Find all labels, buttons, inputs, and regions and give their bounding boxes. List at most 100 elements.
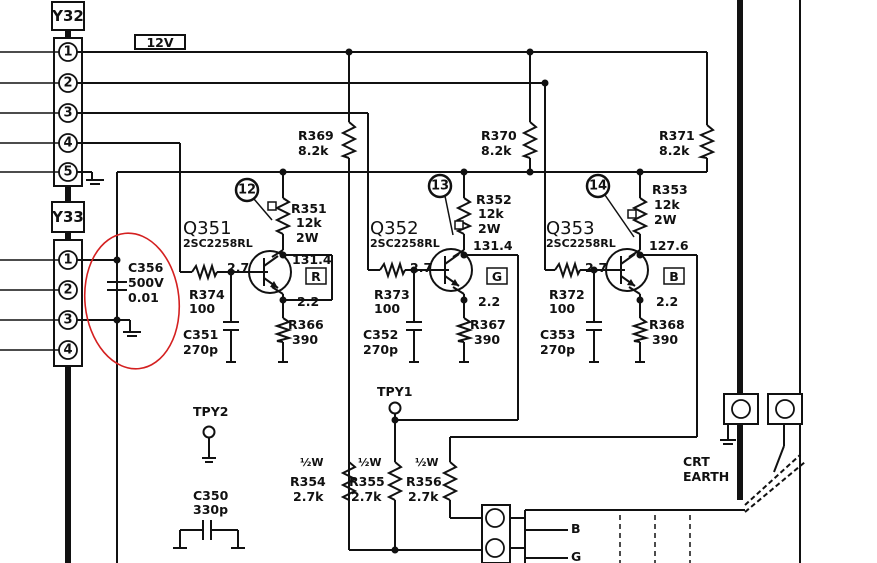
r371-value: 8.2k	[659, 143, 690, 158]
r371-body	[697, 124, 716, 159]
supply-12v-box	[134, 34, 186, 50]
q353-base-voltage: 2.7	[585, 260, 607, 275]
r356-power: ½W	[415, 456, 439, 469]
r367-ref: R367	[470, 317, 506, 332]
c356-ref: C356	[128, 260, 164, 275]
channel-g-label: G	[492, 269, 502, 284]
r352-value: 12k	[478, 206, 504, 221]
r369-ref: R369	[298, 128, 334, 143]
tpy1-label: TPY1	[377, 384, 412, 399]
q351-symbol	[248, 250, 292, 294]
y32-pin-1-label: 1	[63, 45, 72, 60]
c352-ref: C352	[363, 327, 398, 342]
r355-power: ½W	[358, 456, 382, 469]
tpy2-point[interactable]	[202, 425, 216, 439]
wiring	[77, 51, 785, 563]
r351-power: 2W	[296, 230, 319, 245]
r355-value: 2.7k	[351, 489, 382, 504]
tp-13-label: 13	[431, 179, 449, 194]
y33-pin-4-label: 4	[63, 343, 72, 358]
c353-ref: C353	[540, 327, 575, 342]
earth-terminal-1-pin[interactable]	[731, 399, 751, 419]
tpy1-point[interactable]	[388, 401, 402, 415]
c356-value: 0.01	[128, 290, 159, 305]
q351-base-voltage: 2.7	[227, 260, 249, 275]
y33-header	[51, 201, 85, 233]
r374-ref: R374	[189, 287, 225, 302]
r354-value: 2.7k	[293, 489, 324, 504]
r367-value: 390	[474, 332, 500, 347]
r369-body	[340, 121, 358, 159]
tp-14-marker: 14	[585, 173, 637, 238]
r366-body	[273, 317, 293, 343]
y32-pin-3-label: 3	[63, 106, 72, 121]
channel-r-box	[305, 267, 327, 285]
output-g-label: G	[571, 549, 581, 563]
r373-value: 100	[374, 301, 400, 316]
c350-value: 330p	[193, 502, 228, 517]
r354-body	[340, 461, 358, 501]
q351-ref: Q351	[183, 218, 232, 239]
r353-value: 12k	[654, 197, 680, 212]
q352-ref: Q352	[370, 218, 419, 239]
tp-14-label: 14	[589, 179, 607, 194]
r355-body	[386, 461, 404, 501]
r372-body	[554, 260, 581, 280]
connector-y33: Y33 1 2 3 4	[51, 186, 85, 563]
channel-b-label: B	[669, 269, 679, 284]
q352-collector-voltage: 131.4	[473, 238, 513, 253]
r356-value: 2.7k	[408, 489, 439, 504]
r369-value: 8.2k	[298, 143, 329, 158]
tpy2-label: TPY2	[193, 404, 228, 419]
r353-body	[631, 197, 649, 235]
y32-pin-5-label: 5	[63, 165, 72, 180]
c356-voltage: 500V	[128, 275, 164, 290]
r372-value: 100	[549, 301, 575, 316]
r366-ref: R366	[288, 317, 324, 332]
q353-collector-voltage: 127.6	[649, 238, 689, 253]
q353-emitter-voltage: 2.2	[656, 294, 678, 309]
r370-value: 8.2k	[481, 143, 512, 158]
q351-emitter-voltage: 2.2	[297, 294, 319, 309]
r373-ref: R373	[374, 287, 410, 302]
y32-pin-2-label: 2	[63, 76, 72, 91]
r356-ref: R356	[406, 474, 442, 489]
r366-value: 390	[292, 332, 318, 347]
connector-y32: Y32 1 2 3 4 5	[51, 1, 85, 187]
crt-label: CRT	[683, 454, 710, 469]
r354-ref: R354	[290, 474, 326, 489]
r353-ref: R353	[652, 182, 688, 197]
r368-value: 390	[652, 332, 678, 347]
channel-r-label: R	[311, 269, 321, 284]
tp-12-marker: 12	[234, 177, 277, 221]
c351-ref: C351	[183, 327, 218, 342]
output-b-label: B	[571, 521, 581, 536]
q352-part: 2SC2258RL	[370, 237, 440, 250]
r351-body	[274, 197, 292, 235]
c353-value: 270p	[540, 342, 575, 357]
r356-body	[441, 461, 459, 501]
channel-b-box	[663, 267, 685, 285]
c351-value: 270p	[183, 342, 218, 357]
r352-body	[455, 197, 473, 235]
r355-ref: R355	[349, 474, 385, 489]
y33-label: Y33	[51, 208, 84, 226]
r371-ref: R371	[659, 128, 695, 143]
channel-g-box	[486, 267, 508, 285]
y32-label: Y32	[51, 7, 84, 25]
r353-power: 2W	[654, 212, 677, 227]
resistor-symbols	[191, 121, 716, 501]
output-pin-b[interactable]	[485, 508, 505, 528]
r352-ref: R352	[476, 192, 512, 207]
q353-part: 2SC2258RL	[546, 237, 616, 250]
output-pin-g[interactable]	[485, 538, 505, 558]
r354-power: ½W	[300, 456, 324, 469]
highlight-ellipse	[83, 232, 181, 370]
y33-pin-3-label: 3	[63, 313, 72, 328]
q352-emitter-voltage: 2.2	[478, 294, 500, 309]
c352-value: 270p	[363, 342, 398, 357]
q352-base-voltage: 2.7	[410, 260, 432, 275]
q351-collector-voltage: 131.4	[292, 252, 332, 267]
earth-terminal-2-pin[interactable]	[775, 399, 795, 419]
